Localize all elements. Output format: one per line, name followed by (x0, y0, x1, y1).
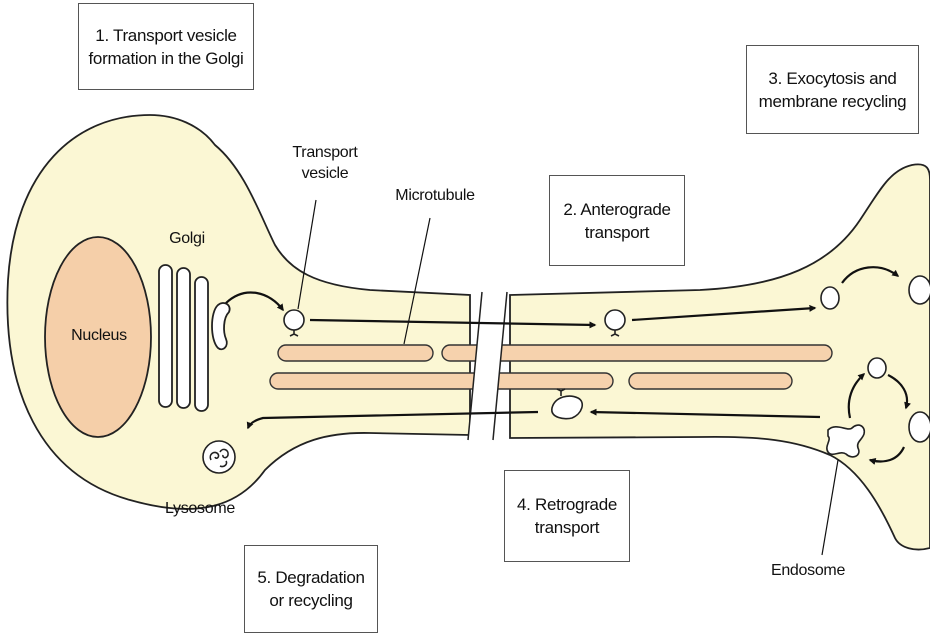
step-1-line-2: formation in the Golgi (88, 48, 244, 68)
arrow-golgi-to-vesicle (225, 291, 284, 312)
endosome (826, 424, 866, 458)
arrow-anterograde-1 (309, 318, 597, 329)
transport-vesicle-label: Transport vesicle (280, 142, 370, 184)
step-1-line-1: 1. Transport vesicle (95, 25, 237, 45)
vesicle (867, 357, 887, 379)
nucleus (44, 236, 152, 438)
golgi-label: Golgi (169, 230, 205, 247)
step-2-anterograde: 2. Anterograde transport (549, 175, 685, 266)
step-1-golgi-formation: 1. Transport vesicle formation in the Go… (78, 3, 254, 90)
leader-microtubule (403, 217, 431, 345)
axon-break (467, 290, 508, 442)
arrow-retrograde-2 (246, 410, 539, 430)
arrow-recycle-2 (868, 446, 905, 465)
microtubule (277, 344, 434, 362)
step-3-exocytosis: 3. Exocytosis and membrane recycling (746, 45, 919, 134)
leader-endosome (821, 459, 839, 556)
arrow-exocytosis (841, 266, 900, 284)
leader-transport-vesicle (297, 199, 317, 310)
step-4-retrograde: 4. Retrograde transport (504, 470, 630, 562)
step-3-line-1: 3. Exocytosis and (768, 68, 897, 88)
arrow-anterograde-2 (631, 304, 817, 322)
vesicle (820, 286, 840, 310)
lysosome (202, 440, 236, 474)
step-4-line-1: 4. Retrograde (516, 495, 618, 514)
transport-vesicle-label-line-1: Transport (292, 144, 358, 161)
arrow-retrograde-1 (589, 408, 821, 419)
microtubule (269, 372, 614, 390)
exocytosis-vesicle (908, 275, 930, 305)
arrow-recycle-1 (887, 374, 911, 410)
transport-vesicle (283, 309, 305, 331)
microtubule-label: Microtubule (395, 187, 475, 204)
step-5-line-2: or recycling (269, 591, 353, 610)
microtubules (269, 344, 833, 390)
microtubule (628, 372, 793, 390)
step-5-degradation: 5. Degradation or recycling (244, 545, 378, 633)
step-4-line-2: transport (534, 518, 600, 537)
retrograde-vesicle (551, 395, 584, 420)
step-3-line-2: membrane recycling (758, 91, 907, 111)
lysosome-label: Lysosome (165, 500, 235, 517)
endosome-label: Endosome (770, 562, 846, 579)
arrow-recycle-3 (847, 373, 866, 419)
nucleus-label: Nucleus (71, 327, 127, 344)
step-5-line-1: 5. Degradation (257, 568, 365, 587)
transport-vesicle (604, 309, 626, 331)
step-2-line-1: 2. Anterograde (563, 199, 671, 219)
golgi-apparatus (158, 264, 231, 412)
microtubule (441, 344, 833, 362)
step-2-line-2: transport (584, 222, 650, 242)
transport-vesicle-label-line-2: vesicle (301, 165, 349, 182)
exocytosis-vesicle (908, 411, 930, 443)
